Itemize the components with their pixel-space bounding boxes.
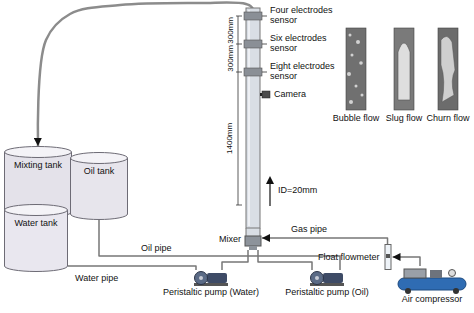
peristaltic-pump: Peristaltic pump (Water) xyxy=(163,270,259,297)
slug-flow-photo xyxy=(394,28,414,110)
dimension: 1400mm xyxy=(227,122,236,153)
pressure-gauge xyxy=(449,270,456,277)
pump-rotor xyxy=(315,276,319,280)
dimension: 300mm xyxy=(227,17,236,44)
bubbles xyxy=(347,34,364,105)
pump-head xyxy=(195,272,208,285)
dimension-tick xyxy=(236,205,242,206)
sensor-label: Six electrodes sensor xyxy=(270,34,342,54)
node-label: Peristaltic pump (Water) xyxy=(163,287,259,297)
air-compressor: Air compressor xyxy=(394,266,470,304)
bubble xyxy=(359,61,363,65)
pump-rotor xyxy=(199,276,203,280)
mixer: Mixer xyxy=(219,228,262,250)
tank-outline xyxy=(71,158,128,219)
camera-lens xyxy=(260,93,262,96)
dimension-tick xyxy=(236,16,242,17)
flowmeter-symbol xyxy=(383,244,393,270)
bubble xyxy=(347,72,351,76)
pump-symbol xyxy=(309,270,345,287)
bubble xyxy=(355,85,358,88)
node-label: Oil tank xyxy=(84,166,115,176)
flow-pattern-label: Bubble flow xyxy=(333,114,380,124)
mixer-symbol xyxy=(244,228,262,250)
node-label: Air compressor xyxy=(402,294,463,304)
node-label: Mixer xyxy=(219,234,241,244)
water-tank: Water tank xyxy=(4,204,68,272)
node-label: Peristaltic pump (Oil) xyxy=(285,287,369,297)
tank-shape xyxy=(4,204,68,272)
node-label: Mixting tank xyxy=(14,160,62,170)
bubble-flow-photo xyxy=(346,28,366,110)
pump-symbol xyxy=(193,270,229,287)
churn-flow-photo xyxy=(438,28,458,110)
leader-line xyxy=(262,16,267,17)
mixer-inlet xyxy=(249,246,257,250)
sensor-label: Eight electrodes sensor xyxy=(270,62,342,82)
tank-shape xyxy=(70,152,128,220)
pipe-label: Gas pipe xyxy=(290,225,328,235)
taylor-bubble xyxy=(398,43,410,100)
wheel xyxy=(405,288,411,294)
camera-label: Camera xyxy=(274,90,306,100)
bubble xyxy=(361,94,364,97)
pipe xyxy=(68,266,196,270)
node-label: Float flowmeter xyxy=(318,252,380,262)
pipe xyxy=(38,2,257,228)
wheel xyxy=(453,288,459,294)
dimension: 300mm xyxy=(227,45,236,72)
tank-outline xyxy=(5,152,72,217)
electrode-sensor xyxy=(244,12,262,20)
compressor-symbol xyxy=(394,266,470,294)
tank-outline xyxy=(5,210,68,272)
flowmeter-float xyxy=(386,254,390,258)
pipe xyxy=(393,257,420,266)
pump-motor xyxy=(323,273,343,283)
leader-line xyxy=(262,72,267,73)
compressor-motor xyxy=(404,269,426,278)
bubble xyxy=(351,54,354,57)
oil-tank: Oil tank xyxy=(70,152,128,220)
flowmeter-tube xyxy=(385,245,391,270)
electrode-sensor xyxy=(244,40,262,48)
sensor-label: Four electrodes sensor xyxy=(270,6,342,26)
pump-head xyxy=(311,272,324,285)
flow-arrow xyxy=(269,182,270,206)
pipe xyxy=(99,220,340,270)
camera-symbol xyxy=(262,91,270,98)
node-label: Water tank xyxy=(14,218,57,228)
leader-line xyxy=(262,44,267,45)
tank-lid xyxy=(5,205,68,216)
peristaltic-pump: Peristaltic pump (Oil) xyxy=(285,270,369,297)
pipe-label: Oil pipe xyxy=(140,244,173,254)
float-flowmeter: Float flowmeter xyxy=(318,244,393,270)
mixer-block xyxy=(245,236,261,246)
tank-lid xyxy=(71,153,128,164)
pipe xyxy=(222,250,248,270)
bubble xyxy=(349,100,353,104)
flow-pattern-label: Slug flow xyxy=(386,114,423,124)
pipe xyxy=(258,250,312,270)
pipe-label: Water pipe xyxy=(74,274,119,284)
flow-pattern-label: Churn flow xyxy=(426,114,469,124)
pump-motor xyxy=(207,273,227,283)
dimension: ID=20mm xyxy=(278,186,317,196)
flow-arrowhead xyxy=(266,176,274,184)
tank-lid xyxy=(5,147,72,158)
compressor-head xyxy=(430,270,442,278)
dimension-tick xyxy=(236,44,242,45)
bubble xyxy=(349,34,352,37)
dimension-tick xyxy=(236,72,242,73)
pipe xyxy=(262,238,388,244)
electrode-sensor xyxy=(244,68,262,76)
churn-gas xyxy=(441,36,455,102)
bubble xyxy=(356,40,360,44)
